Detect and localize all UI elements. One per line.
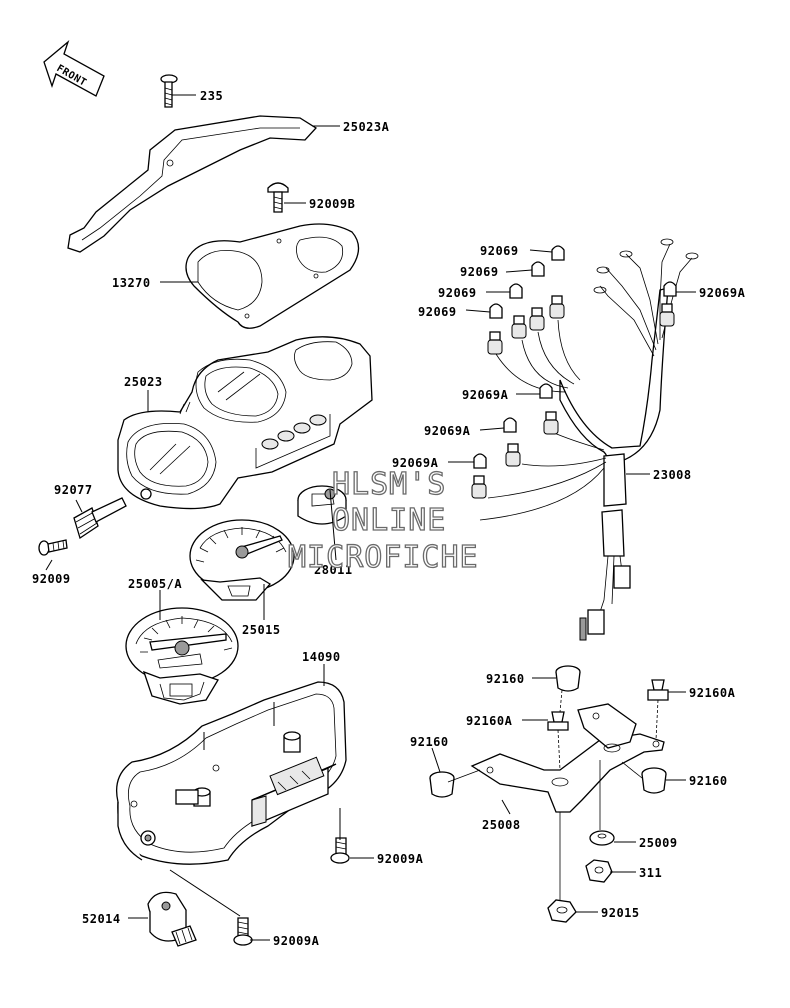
knob-92077 bbox=[73, 497, 127, 540]
bracket-25023A bbox=[67, 115, 318, 253]
screw-92009 bbox=[38, 539, 68, 556]
socket-2 bbox=[529, 307, 545, 331]
callout-92160A-2: 92160A bbox=[689, 686, 736, 700]
bulb-5 bbox=[663, 281, 677, 297]
callout-14090: 14090 bbox=[302, 650, 341, 664]
callout-92009: 92009 bbox=[32, 572, 71, 586]
callout-labels: 235 25023A 92009B 13270 25023 92077 9200… bbox=[32, 89, 746, 948]
socket-1 bbox=[549, 295, 565, 319]
nut-311 bbox=[585, 859, 613, 883]
collar-1 bbox=[547, 711, 569, 731]
callout-52014: 52014 bbox=[82, 912, 121, 926]
bulb-7 bbox=[503, 417, 517, 433]
bulb-1 bbox=[551, 245, 565, 261]
bulb-6 bbox=[539, 383, 553, 399]
callout-92069A-3: 92069A bbox=[424, 424, 471, 438]
callout-92015: 92015 bbox=[601, 906, 640, 920]
callout-92160-1: 92160 bbox=[486, 672, 525, 686]
bulb-4 bbox=[489, 303, 503, 319]
callout-92069A-4: 92069A bbox=[392, 456, 439, 470]
watermark-line3: MICROFICHE bbox=[288, 540, 479, 575]
callout-25023A: 25023A bbox=[343, 120, 390, 134]
callout-92069A-1: 92069A bbox=[699, 286, 746, 300]
socket-4 bbox=[487, 331, 503, 355]
callout-92160-3: 92160 bbox=[689, 774, 728, 788]
watermark-line1: HLSM'S bbox=[332, 467, 446, 502]
callout-92069-3: 92069 bbox=[438, 286, 477, 300]
grommets-92160 bbox=[429, 665, 667, 798]
collar-2 bbox=[647, 679, 669, 701]
gasket-13270 bbox=[185, 223, 360, 329]
callout-92069-2: 92069 bbox=[460, 265, 499, 279]
callout-28011: 28011 bbox=[314, 563, 353, 577]
sensor-28011 bbox=[297, 485, 347, 525]
bulb-sockets bbox=[471, 295, 675, 499]
callout-13270: 13270 bbox=[112, 276, 151, 290]
grommet-2 bbox=[429, 771, 455, 798]
bulb-2 bbox=[531, 261, 545, 277]
callout-92069-1: 92069 bbox=[480, 244, 519, 258]
bulb-3 bbox=[509, 283, 523, 299]
indicator-sockets bbox=[255, 414, 331, 469]
callout-92160A-1: 92160A bbox=[466, 714, 513, 728]
callout-92009B: 92009B bbox=[309, 197, 355, 211]
callout-92077: 92077 bbox=[54, 483, 93, 497]
screw-235 bbox=[160, 74, 178, 108]
sensor-52014 bbox=[147, 891, 197, 947]
callout-92160-2: 92160 bbox=[410, 735, 449, 749]
nut-92015 bbox=[547, 899, 577, 923]
socket-5 bbox=[543, 411, 559, 435]
watermark: HLSM'S ONLINE MICROFICHE bbox=[287, 466, 479, 575]
grommet-1 bbox=[555, 665, 581, 692]
callout-235: 235 bbox=[200, 89, 223, 103]
callout-92009A-bottom: 92009A bbox=[273, 934, 320, 948]
callout-25015: 25015 bbox=[242, 623, 281, 637]
callout-92069-4: 92069 bbox=[418, 305, 457, 319]
washer-25009 bbox=[589, 830, 615, 846]
socket-8 bbox=[659, 303, 675, 327]
callout-25009: 25009 bbox=[639, 836, 678, 850]
speedometer-25005A bbox=[125, 607, 239, 705]
bracket-25008 bbox=[470, 703, 665, 813]
socket-3 bbox=[511, 315, 527, 339]
screw-92009B bbox=[267, 182, 289, 213]
collars-92160A bbox=[547, 679, 669, 731]
grommet-3 bbox=[641, 767, 667, 794]
callout-25023: 25023 bbox=[124, 375, 163, 389]
callout-23008: 23008 bbox=[653, 468, 692, 482]
callout-92069A-2: 92069A bbox=[462, 388, 509, 402]
tachometer-25015 bbox=[189, 519, 295, 601]
callout-25008: 25008 bbox=[482, 818, 521, 832]
bulbs bbox=[473, 245, 677, 469]
socket-7 bbox=[471, 475, 487, 499]
meter-assembly-25023 bbox=[117, 336, 373, 510]
bulb-8 bbox=[473, 453, 487, 469]
screw-92009A-bottom bbox=[233, 917, 253, 946]
callout-92009A-right: 92009A bbox=[377, 852, 424, 866]
callout-311: 311 bbox=[639, 866, 662, 880]
wire-harness-23008 bbox=[479, 238, 699, 641]
leader-lines bbox=[45, 94, 696, 941]
callout-25005A: 25005/A bbox=[128, 577, 182, 591]
socket-6 bbox=[505, 443, 521, 467]
lower-case-14090 bbox=[115, 681, 347, 865]
front-arrow: FRONT bbox=[43, 40, 105, 97]
watermark-line2: ONLINE bbox=[332, 503, 446, 538]
screw-92009A-right bbox=[330, 837, 350, 864]
